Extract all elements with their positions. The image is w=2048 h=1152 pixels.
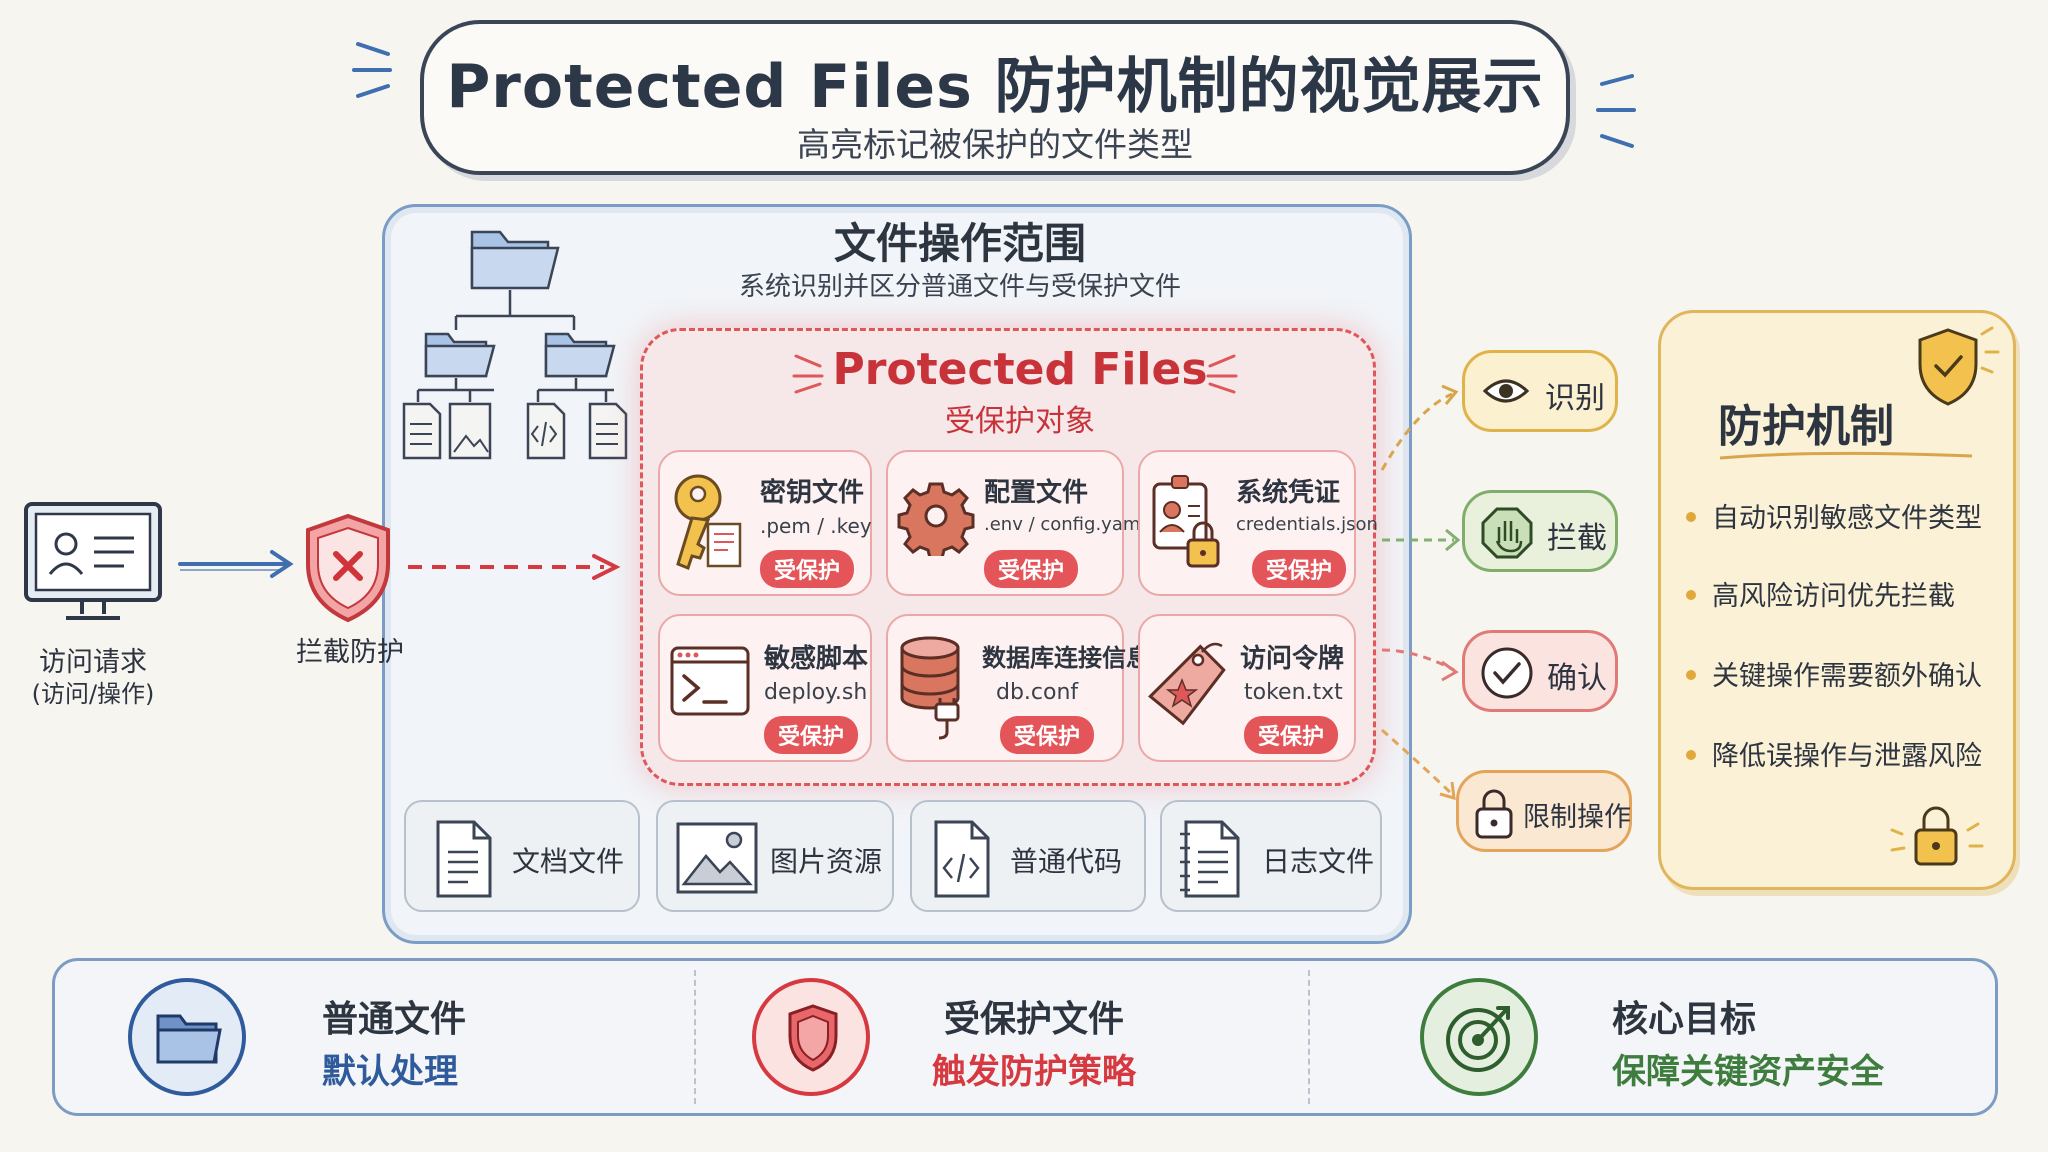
sparkle-strokes-icon [792,354,824,394]
scope-subtitle: 系统识别并区分普通文件与受保护文件 [738,272,1181,302]
card-name: 敏感脚本 [764,644,869,674]
normal-file-log[interactable]: 日志文件 [1160,800,1382,912]
protected-card-database-config[interactable]: 数据库连接信息 db.conf 受保护 [886,614,1150,762]
sparkle-strokes-icon [1206,354,1238,394]
mechanism-item: 自动识别敏感文件类型 [1686,496,1982,535]
gear-icon [897,482,975,556]
legend-protected-circle [752,978,870,1096]
sparkle-strokes-right-icon [1596,74,1636,148]
mechanism-item: 高风险访问优先拦截 [1686,574,1955,613]
normal-file-label: 日志文件 [1262,845,1375,878]
tag-icon [1148,642,1226,726]
card-extension: credentials.json [1236,514,1378,535]
legend-divider [1308,970,1310,1104]
target-icon [1446,1006,1510,1072]
request-sublabel: (访问/操作) [31,680,155,708]
shield-check-icon [1918,326,2000,406]
protected-card-access-token[interactable]: 访问令牌 token.txt 受保护 [1138,614,1356,762]
protected-card-key-file[interactable]: 密钥文件 .pem / .key 受保护 [658,450,872,596]
card-extension: db.conf [996,680,1079,705]
protected-card-config-file[interactable]: 配置文件 .env / config.yaml 受保护 [886,450,1145,596]
protected-badge: 受保护 [764,716,859,754]
arrow-right-icon [178,550,294,578]
code-file-icon [934,820,990,898]
card-extension: .pem / .key [760,514,872,538]
card-name: 系统凭证 [1236,478,1341,508]
card-extension: .env / config.yaml [984,514,1146,535]
terminal-icon [670,646,750,716]
normal-file-label: 文档文件 [512,845,625,878]
protected-badge: 受保护 [984,550,1079,588]
request-label: 访问请求 [39,647,147,678]
card-name: 配置文件 [984,478,1089,508]
legend-divider [694,970,696,1104]
underline-stroke [1719,451,1973,460]
protected-card-credentials[interactable]: 系统凭证 credentials.json 受保护 [1138,450,1378,596]
action-label: 拦截 [1547,521,1607,556]
intercept-shield-icon [306,513,390,623]
card-name: 密钥文件 [760,478,865,508]
card-extension: deploy.sh [764,680,868,705]
protected-files-title: Protected Files [832,344,1208,395]
protected-badge: 受保护 [1244,716,1339,754]
log-file-icon [1180,820,1240,898]
scope-title: 文件操作范围 [833,219,1086,268]
title-banner [420,20,1570,175]
legend-desc: 触发防护策略 [932,1052,1136,1092]
legend-normal-circle [128,978,246,1096]
action-label: 限制操作 [1523,802,1631,833]
protected-card-sensitive-script[interactable]: 敏感脚本 deploy.sh 受保护 [658,614,872,762]
connector-arrows [1380,384,1461,801]
database-icon [900,636,960,740]
legend-panel [52,958,1998,1116]
action-restrict[interactable]: 限制操作 [1456,770,1632,852]
shield-icon [788,1004,838,1072]
normal-file-label: 图片资源 [770,845,883,878]
lock-icon [1475,789,1513,839]
action-identify[interactable]: 识别 [1462,350,1618,432]
monitor-user-icon [24,502,162,620]
sparkle-strokes-left-icon [352,42,392,98]
protected-badge: 受保护 [1252,550,1347,588]
document-icon [436,820,492,898]
legend-title: 受保护文件 [944,999,1125,1040]
legend-goal-circle [1420,978,1538,1096]
action-confirm[interactable]: 确认 [1462,630,1618,712]
mechanism-title: 防护机制 [1718,401,1894,452]
credential-icon [1152,475,1220,568]
intercept-label: 拦截防护 [296,637,404,668]
padlock-icon [1890,806,1984,866]
normal-file-document[interactable]: 文档文件 [404,800,640,912]
mechanism-item: 关键操作需要额外确认 [1686,654,1982,693]
action-block[interactable]: 拦截 [1462,490,1618,572]
stop-hand-icon [1481,507,1533,559]
check-circle-icon [1481,647,1533,699]
legend-desc: 默认处理 [322,1052,458,1092]
normal-file-code[interactable]: 普通代码 [910,800,1146,912]
legend-desc: 保障关键资产安全 [1612,1052,1884,1092]
folder-icon [156,1014,222,1064]
card-extension: token.txt [1244,680,1343,705]
eye-icon [1482,379,1530,403]
dashed-arrow-icon [408,554,621,580]
page-subtitle: 高亮标记被保护的文件类型 [797,125,1193,164]
card-name: 数据库连接信息 [982,644,1150,672]
page-title: Protected Files 防护机制的视觉展示 [446,52,1544,122]
action-label: 确认 [1547,661,1607,696]
action-label: 识别 [1545,381,1605,416]
normal-file-image[interactable]: 图片资源 [656,800,894,912]
protected-files-subtitle: 受保护对象 [945,404,1095,439]
legend-title: 普通文件 [322,999,467,1040]
protected-badge: 受保护 [760,550,855,588]
image-icon [676,822,758,894]
key-icon [674,474,742,570]
mechanism-panel [1658,310,2016,890]
mechanism-item: 降低误操作与泄露风险 [1686,734,1982,773]
legend-title: 核心目标 [1612,999,1757,1040]
card-name: 访问令牌 [1240,644,1345,674]
normal-file-label: 普通代码 [1010,845,1123,878]
protected-badge: 受保护 [1000,716,1095,754]
folder-tree-icon [402,230,628,460]
